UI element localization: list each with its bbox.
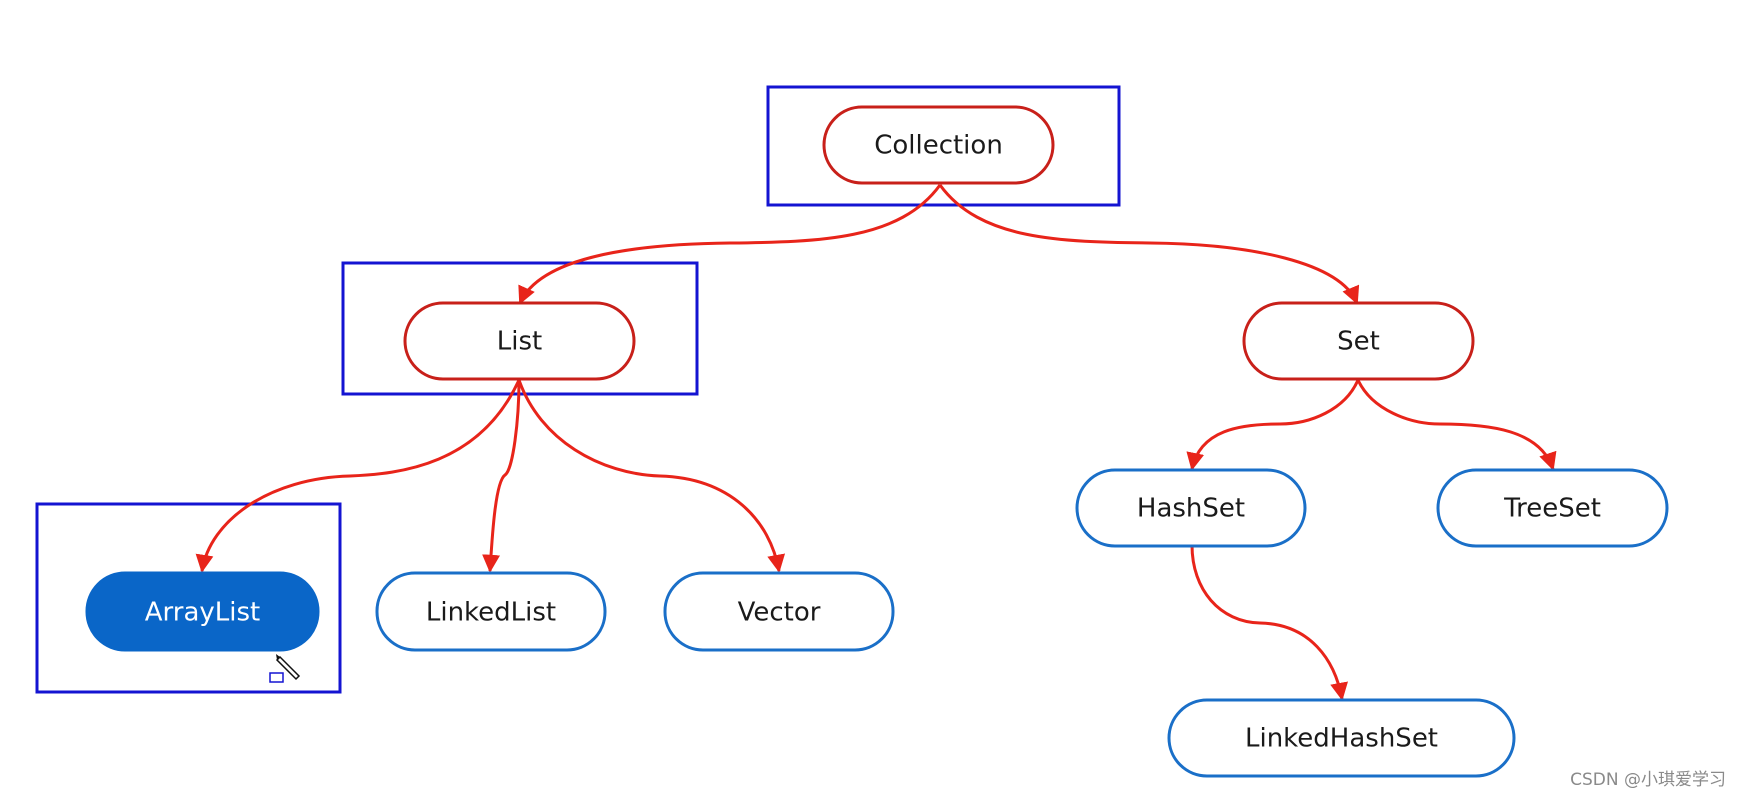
node-collection[interactable]: Collection — [822, 105, 1055, 185]
node-hashset-label: HashSet — [1137, 494, 1245, 524]
node-set[interactable]: Set — [1242, 301, 1475, 381]
pencil-cursor-icon — [269, 654, 301, 683]
edge-collection-set — [938, 184, 1360, 305]
node-treeset[interactable]: TreeSet — [1436, 468, 1669, 548]
node-linkedlist[interactable]: LinkedList — [375, 571, 607, 652]
edge-set-hashset — [1186, 379, 1360, 471]
highlight-box-arraylist — [35, 502, 342, 694]
node-treeset-label: TreeSet — [1503, 494, 1601, 524]
edge-list-arraylist — [195, 379, 521, 573]
node-arraylist-label: ArrayList — [145, 598, 260, 628]
node-hashset[interactable]: HashSet — [1075, 468, 1307, 548]
edge-hashset-linkedhashset — [1190, 544, 1348, 701]
highlight-box-collection — [766, 85, 1121, 207]
edge-list-linkedlist — [482, 379, 521, 573]
node-arraylist[interactable]: ArrayList — [85, 571, 320, 652]
node-vector[interactable]: Vector — [663, 571, 895, 652]
node-list[interactable]: List — [403, 301, 636, 381]
edge-collection-list — [518, 184, 942, 305]
node-collection-label: Collection — [874, 131, 1003, 161]
node-list-label: List — [497, 327, 542, 357]
edge-list-vector — [517, 379, 786, 573]
watermark-text: CSDN @小琪爱学习 — [1570, 770, 1726, 790]
node-linkedhashset[interactable]: LinkedHashSet — [1167, 698, 1516, 778]
node-linkedhashset-label: LinkedHashSet — [1245, 724, 1438, 754]
node-linkedlist-label: LinkedList — [426, 598, 556, 628]
node-set-label: Set — [1337, 327, 1380, 357]
edge-set-treeset — [1356, 379, 1557, 471]
node-vector-label: Vector — [738, 598, 821, 628]
